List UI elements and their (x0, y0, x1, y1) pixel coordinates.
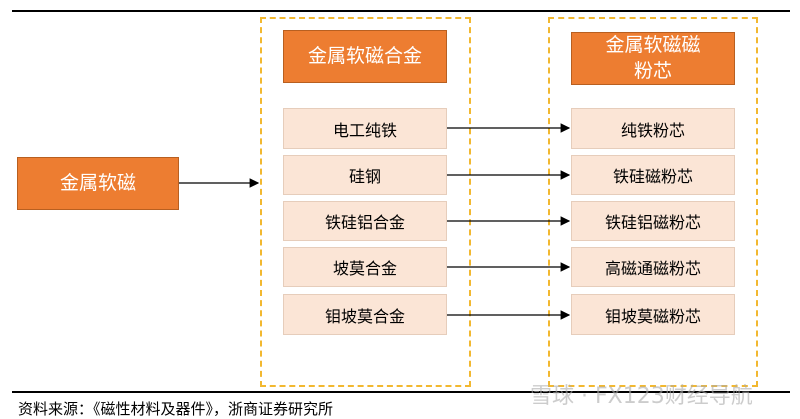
alloy-item: 坡莫合金 (283, 247, 447, 287)
top-rule (12, 10, 790, 12)
watermark: 雪球 · FX123财经导航 (530, 384, 753, 409)
core-item: 铁硅磁粉芯 (571, 155, 735, 195)
alloy-item: 铁硅铝合金 (283, 201, 447, 241)
core-item: 钼坡莫磁粉芯 (571, 294, 735, 335)
core-item: 纯铁粉芯 (571, 108, 735, 149)
core-group (548, 17, 758, 387)
bottom-rule (12, 391, 790, 393)
core-item: 高磁通磁粉芯 (571, 247, 735, 287)
core-header: 金属软磁磁粉芯 (571, 32, 735, 85)
alloy-item: 电工纯铁 (283, 108, 447, 149)
root-node: 金属软磁 (17, 157, 179, 210)
core-item: 铁硅铝磁粉芯 (571, 201, 735, 241)
source-caption: 资料来源：《磁性材料及器件》，浙商证券研究所 (18, 400, 334, 418)
alloy-item: 钼坡莫合金 (283, 294, 447, 335)
alloy-header: 金属软磁合金 (283, 30, 447, 83)
alloy-group (260, 17, 471, 387)
alloy-item: 硅钢 (283, 155, 447, 195)
